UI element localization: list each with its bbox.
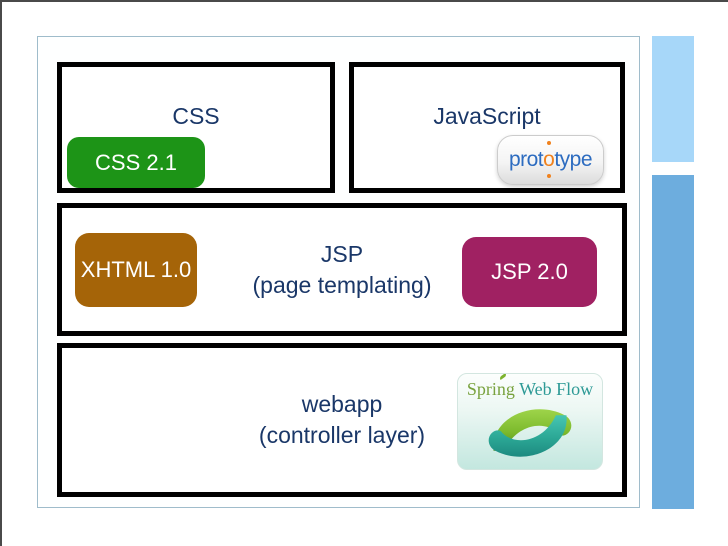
accent-bar-light <box>652 36 694 162</box>
css-layer-box: CSS CSS 2.1 <box>57 62 335 193</box>
webapp-layer-box: webapp (controller layer) Spring Web Flo… <box>57 343 627 497</box>
canvas-edge-left <box>0 0 2 546</box>
webapp-title-line2: (controller layer) <box>258 422 426 448</box>
prototype-text-post: type <box>554 148 593 171</box>
jsp-layer-title: JSP (page templating) <box>62 208 622 331</box>
spring-web-flow-logo: Spring Web Flow <box>457 373 603 470</box>
css-layer-title: CSS <box>172 103 220 129</box>
jsp-title-line1: JSP <box>320 240 364 267</box>
jsp20-badge: JSP 2.0 <box>462 237 597 307</box>
spring-swoosh-icon <box>488 409 572 457</box>
webapp-layer-title: webapp (controller layer) <box>62 348 622 492</box>
accent-bar-dark <box>652 175 694 509</box>
canvas-edge-top <box>0 0 728 2</box>
prototype-logo: prototype <box>497 135 604 185</box>
prototype-text-pre: prot <box>508 148 544 171</box>
javascript-layer-box: JavaScript prototype <box>349 62 625 193</box>
web-flow-word: Web Flow <box>514 379 594 399</box>
webapp-title-line1: webapp <box>301 391 383 417</box>
jsp-title-line2: (page templating) <box>252 271 432 298</box>
spring-web-flow-wordmark: Spring Web Flow <box>458 379 602 400</box>
prototype-orange-o-icon: o <box>543 148 555 171</box>
jsp-layer-box: JSP (page templating) XHTML 1.0 JSP 2.0 <box>57 203 627 336</box>
xhtml10-badge: XHTML 1.0 <box>75 233 197 307</box>
spring-word: Spring <box>466 379 515 399</box>
prototype-wordmark: prototype <box>508 148 593 172</box>
javascript-layer-title: JavaScript <box>433 103 541 129</box>
css21-badge: CSS 2.1 <box>67 137 205 188</box>
